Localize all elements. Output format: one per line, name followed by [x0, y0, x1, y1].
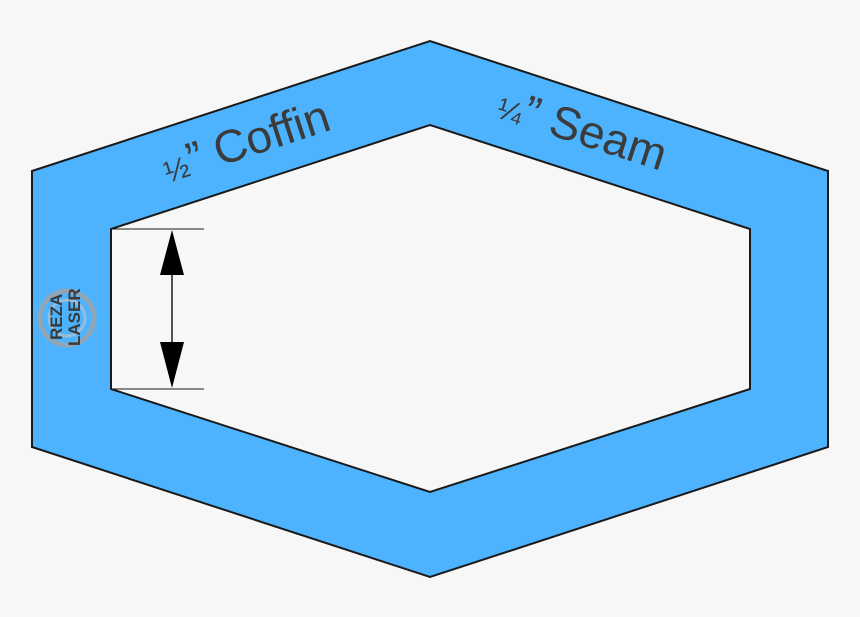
double-headed-vertical-arrow-icon [160, 230, 184, 388]
logo-line-2: LASER [65, 288, 84, 346]
logo-line-1: REZA [47, 294, 66, 340]
reza-laser-logo-icon: REZA LASER [37, 288, 97, 348]
